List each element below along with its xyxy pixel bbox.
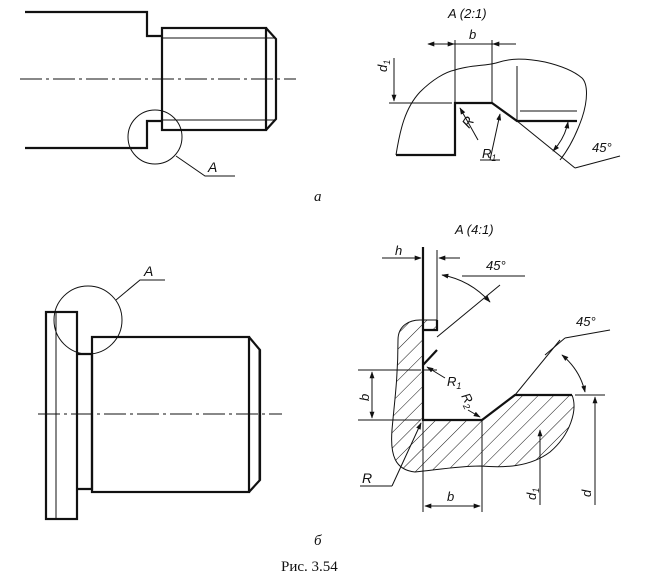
view-b-dim-d: d — [579, 489, 594, 497]
view-b-callout-label: A — [143, 263, 153, 279]
view-a-detail-circle — [127, 109, 183, 165]
view-a-radius-r: R — [458, 113, 477, 130]
view-b-detail-circle — [53, 285, 123, 355]
view-b-hatched-section — [391, 320, 574, 472]
view-b-radius-r: R — [362, 470, 372, 486]
view-a-dim-d1: d1 — [375, 60, 392, 72]
view-a-shaft — [20, 10, 296, 177]
view-a-radius-r1: R1 — [482, 146, 496, 163]
view-a-detail — [389, 40, 621, 169]
view-a-callout-label: A — [207, 159, 217, 175]
view-b-angle-right: 45° — [576, 314, 596, 329]
view-b-sublabel: б — [314, 533, 322, 549]
view-b-radius-r1: R1 — [447, 374, 461, 391]
view-b-detail-title: A (4:1) — [454, 222, 494, 237]
view-b-dim-b-left: b — [357, 394, 372, 401]
view-a-angle-label: 45° — [592, 140, 612, 155]
view-b-dim-d1: d1 — [524, 488, 541, 500]
view-b-dim-h: h — [395, 243, 402, 258]
view-b-angle-top: 45° — [486, 258, 506, 273]
view-b-detail — [358, 247, 611, 512]
view-a-detail-title: A (2:1) — [447, 6, 487, 21]
view-b-radius-r2: R2 — [457, 390, 479, 411]
figure-caption: Рис. 3.54 — [281, 559, 338, 575]
view-a-dim-b: b — [469, 27, 476, 42]
view-b-shaft — [38, 279, 282, 521]
view-a-sublabel: а — [314, 189, 322, 205]
view-b-dim-b-bottom: b — [447, 489, 454, 504]
